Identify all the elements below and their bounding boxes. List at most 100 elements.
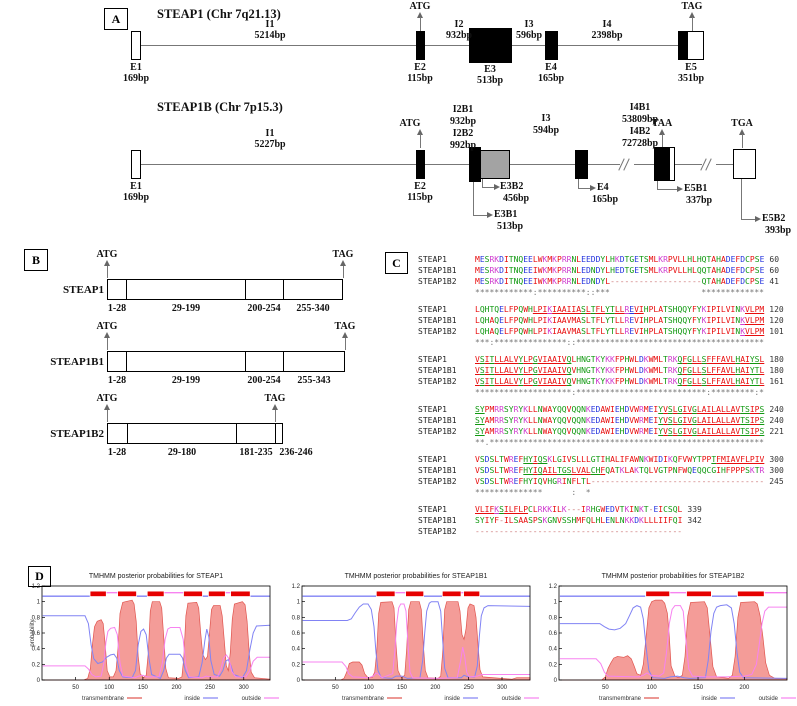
segment-range: 200-254 [247, 303, 281, 314]
intron-label: I4B1 [629, 102, 651, 113]
segment-range: 29-199 [171, 375, 201, 386]
domain-divider [126, 351, 127, 372]
protein-bar [107, 423, 283, 444]
y-tick-label: 0.4 [32, 647, 41, 653]
segment-range: 236-246 [279, 447, 313, 458]
arrow-line [107, 266, 108, 278]
intron-size: 53809bp [621, 114, 659, 125]
arrow-up-icon [658, 129, 665, 135]
segment-range: 255-340 [296, 303, 330, 314]
legend-label: inside [701, 696, 717, 702]
legend-label: transmembrane [82, 696, 125, 702]
tmhmm-chart: TMHMM posterior probabilities for STEAP1… [292, 573, 539, 702]
x-tick-label: 250 [205, 685, 216, 691]
start-codon-label: ATG [96, 249, 118, 260]
conservation-line: ************** : * [475, 488, 591, 497]
protein-name: STEAP1B1 [50, 356, 104, 368]
y-tick-label: 0 [37, 678, 41, 684]
exon-label: E5B1 [684, 183, 708, 194]
segment-range: 200-254 [247, 375, 281, 386]
panel-c-letter: C [392, 255, 401, 270]
y-axis-label: probability [30, 619, 36, 646]
arrow-line [662, 134, 663, 148]
gene2-line [716, 164, 735, 165]
arrow-right-icon [677, 185, 683, 192]
stop-codon-label: TAG [264, 393, 286, 404]
y-tick-label: 0.8 [32, 615, 41, 621]
x-tick-label: 150 [693, 685, 704, 691]
gene2-title: STEAP1B (Chr 7p15.3) [157, 100, 283, 114]
exon-size: 513bp [497, 221, 524, 232]
arrow-right-icon [494, 183, 500, 190]
stop-codon-label: TGA [731, 118, 753, 129]
panel-c-label: C [385, 252, 408, 274]
arrow-up-icon [738, 129, 745, 135]
tm-segment-bar [147, 591, 164, 597]
intron-size: 932bp [445, 30, 473, 41]
segment-range: 1-28 [107, 375, 127, 386]
stop-codon-label: TAA [651, 118, 673, 129]
conservation-line: ***:***************::*******************… [475, 338, 764, 347]
exon-label: E4 [597, 182, 609, 193]
callout-line [473, 182, 474, 215]
exon-size: 513bp [476, 75, 504, 86]
panel-d-label: D [28, 566, 51, 587]
y-tick-label: 0.2 [549, 662, 558, 668]
tm-segment-bar [118, 591, 137, 597]
arrow-up-icon [416, 12, 423, 18]
inside-curve [559, 604, 788, 679]
exon-label: E2 [414, 62, 426, 73]
transmembrane-area [302, 601, 531, 681]
intron-size: 596bp [515, 30, 543, 41]
tm-segment-bar [90, 591, 106, 597]
tmhmm-chart: TMHMM posterior probabilities for STEAP1… [30, 573, 279, 702]
legend-label: inside [184, 696, 200, 702]
legend-label: inside [444, 696, 460, 702]
exon-size: 351bp [677, 73, 705, 84]
y-tick-label: 0.8 [292, 615, 301, 621]
exon-label: E3 [484, 64, 496, 75]
intron-label: I3 [541, 113, 551, 124]
arrow-line [420, 134, 421, 148]
tm-segment-bar [442, 591, 461, 597]
exon-size: 169bp [122, 73, 150, 84]
y-tick-label: 0.2 [292, 662, 301, 668]
exon-box-e4 [575, 150, 588, 179]
arrow-up-icon [416, 129, 423, 135]
exon-box-e5b2 [733, 149, 756, 179]
exon-box-e3 [469, 28, 512, 63]
segment-range: 29-199 [171, 303, 201, 314]
intron-size: 5227bp [254, 139, 286, 150]
y-tick-label: 0.8 [549, 615, 558, 621]
tmhmm-chart: TMHMM posterior probabilities for STEAP1… [549, 573, 796, 702]
conservation-line [418, 537, 702, 548]
domain-divider [283, 279, 284, 300]
y-tick-label: 1.2 [549, 584, 558, 590]
chart-title: TMHMM posterior probabilities for STEAP1 [89, 573, 223, 580]
alignment-row-steap1b2: STEAP1B2--------------------------------… [418, 527, 683, 536]
tm-segment-bar [646, 591, 670, 597]
protein-bar [107, 279, 343, 300]
domain-divider [275, 423, 276, 444]
x-tick-label: 100 [364, 685, 375, 691]
tm-segment-bar [464, 591, 480, 597]
segment-range: 1-28 [107, 447, 127, 458]
exon-size: 115bp [407, 73, 433, 84]
arrow-line [343, 266, 344, 278]
exon-label: E5B2 [762, 213, 786, 224]
intron-size: 992bp [449, 140, 477, 151]
y-tick-label: 1.2 [292, 584, 301, 590]
legend-label: outside [242, 696, 262, 702]
outside-curve [302, 603, 530, 679]
